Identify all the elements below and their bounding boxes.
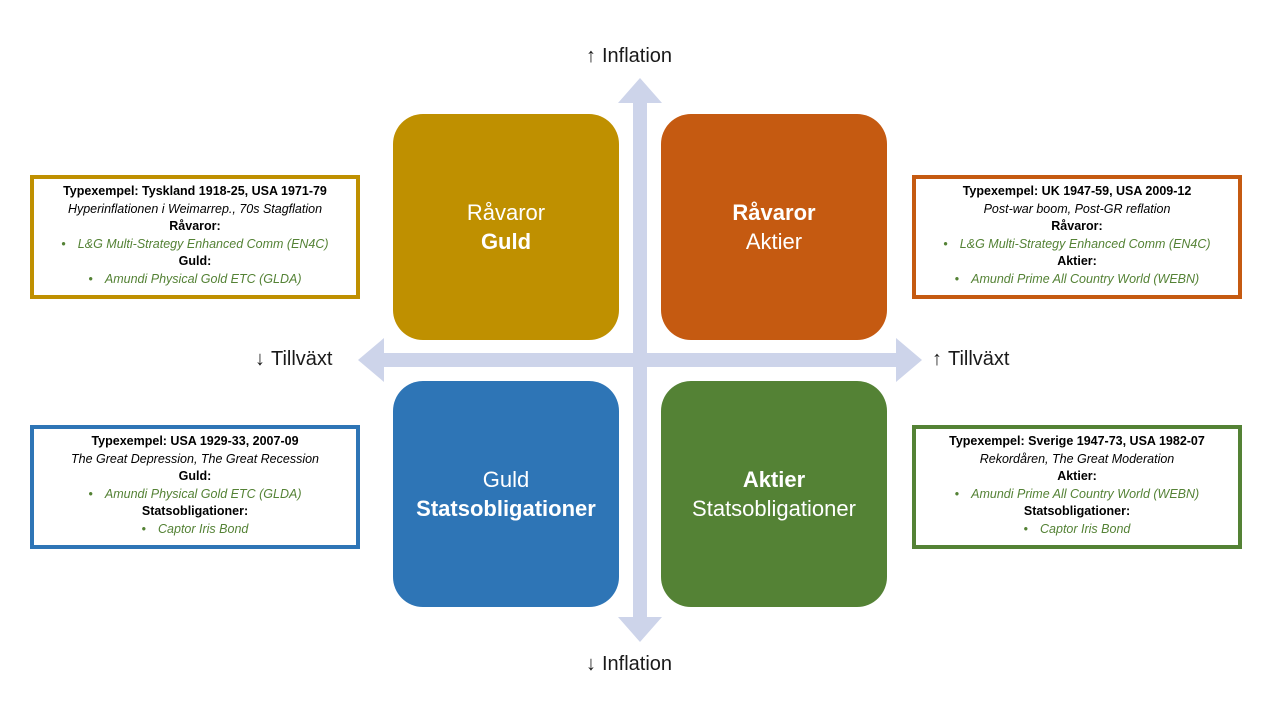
quadrant-bottom-right-line1: Aktier (742, 467, 806, 492)
box-heading: Statsobligationer: (141, 504, 249, 519)
growth-down-label: ↓ Tillväxt (255, 347, 332, 371)
box-heading: Guld: (178, 469, 212, 484)
bullet-icon: • (1023, 521, 1029, 536)
arrow-down-icon: ↓ (255, 348, 265, 370)
box-examples: Typexempel: Sverige 1947-73, USA 1982-07 (949, 434, 1205, 448)
list-item-text: Captor Iris Bond (158, 521, 249, 536)
box-subtitle: Hyperinflationen i Weimarrep., 70s Stagf… (67, 201, 323, 216)
box-subtitle: Post-war boom, Post-GR reflation (983, 201, 1171, 216)
list-item: • L&G Multi-Strategy Enhanced Comm (EN4C) (36, 236, 354, 254)
info-box-top-right: Typexempel: UK 1947-59, USA 2009-12 Post… (912, 175, 1242, 299)
list-item: • Amundi Prime All Country World (WEBN) (918, 271, 1236, 289)
box-examples: Typexempel: Tyskland 1918-25, USA 1971-7… (63, 184, 327, 198)
box-examples: Typexempel: USA 1929-33, 2007-09 (91, 434, 299, 448)
box-heading: Råvaror: (169, 219, 221, 234)
box-heading: Råvaror: (1051, 219, 1103, 234)
growth-up-label: ↑ Tillväxt (932, 347, 1009, 371)
horizontal-axis-arrow (358, 338, 922, 382)
list-item-text: L&G Multi-Strategy Enhanced Comm (EN4C) (77, 236, 329, 251)
info-box-bottom-right: Typexempel: Sverige 1947-73, USA 1982-07… (912, 425, 1242, 549)
list-item-text: Amundi Prime All Country World (WEBN) (971, 486, 1200, 501)
quadrant-top-left-line2: Guld (480, 229, 532, 254)
arrow-down-icon: ↓ (586, 653, 596, 675)
list-item: • Captor Iris Bond (36, 521, 354, 539)
box-subtitle: Rekordåren, The Great Moderation (979, 451, 1175, 466)
quadrant-top-right-line2: Aktier (745, 229, 803, 254)
list-item: • Amundi Physical Gold ETC (GLDA) (36, 486, 354, 504)
list-item: • Amundi Physical Gold ETC (GLDA) (36, 271, 354, 289)
quadrant-bottom-left-line2: Statsobligationer (416, 496, 596, 521)
quadrant-bottom-right-line2: Statsobligationer (692, 496, 856, 521)
quadrant-top-left: Råvaror Guld (393, 114, 619, 340)
list-item: • L&G Multi-Strategy Enhanced Comm (EN4C) (918, 236, 1236, 254)
quadrant-bottom-right: Aktier Statsobligationer (661, 381, 887, 607)
quadrant-top-left-line1: Råvaror (466, 200, 546, 225)
box-heading: Guld: (178, 254, 212, 269)
bullet-icon: • (88, 486, 93, 501)
arrow-up-icon: ↑ (586, 45, 596, 67)
bullet-icon: • (954, 271, 960, 286)
inflation-down-label: ↓ Inflation (586, 652, 672, 676)
list-item-text: Captor Iris Bond (1040, 521, 1131, 536)
box-subtitle: The Great Depression, The Great Recessio… (70, 451, 320, 466)
quadrant-top-right: Råvaror Aktier (661, 114, 887, 340)
growth-down-text: Tillväxt (271, 348, 333, 370)
bullet-icon: • (141, 521, 147, 536)
list-item-text: L&G Multi-Strategy Enhanced Comm (EN4C) (959, 236, 1211, 251)
box-examples: Typexempel: UK 1947-59, USA 2009-12 (962, 184, 1192, 198)
box-heading: Aktier: (1057, 469, 1097, 484)
info-box-bottom-left: Typexempel: USA 1929-33, 2007-09 The Gre… (30, 425, 360, 549)
list-item-text: Amundi Physical Gold ETC (GLDA) (104, 271, 302, 286)
bullet-icon: • (954, 486, 960, 501)
inflation-up-text: Inflation (602, 45, 673, 67)
quadrant-bottom-left-line1: Guld (482, 467, 530, 492)
growth-up-text: Tillväxt (948, 348, 1010, 370)
bullet-icon: • (88, 271, 93, 286)
list-item-text: Amundi Physical Gold ETC (GLDA) (104, 486, 302, 501)
inflation-up-label: ↑ Inflation (586, 44, 672, 68)
quadrant-top-right-line1: Råvaror (732, 200, 816, 225)
arrow-up-icon: ↑ (932, 348, 942, 370)
box-heading: Statsobligationer: (1023, 504, 1131, 519)
list-item: • Captor Iris Bond (918, 521, 1236, 539)
quadrant-bottom-left: Guld Statsobligationer (393, 381, 619, 607)
box-heading: Aktier: (1057, 254, 1097, 269)
inflation-down-text: Inflation (602, 653, 673, 675)
bullet-icon: • (943, 236, 948, 251)
bullet-icon: • (61, 236, 66, 251)
list-item-text: Amundi Prime All Country World (WEBN) (971, 271, 1200, 286)
list-item: • Amundi Prime All Country World (WEBN) (918, 486, 1236, 504)
info-box-top-left: Typexempel: Tyskland 1918-25, USA 1971-7… (30, 175, 360, 299)
